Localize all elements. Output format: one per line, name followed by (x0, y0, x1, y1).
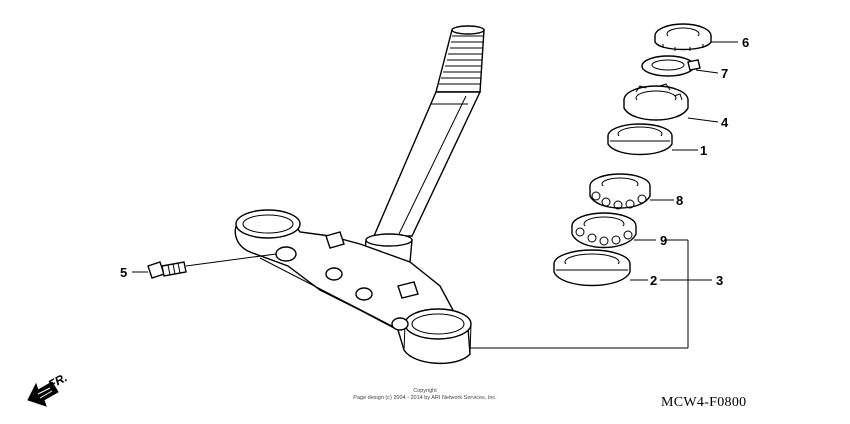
callout-7: 7 (721, 66, 728, 81)
part-9-lower-bearing (571, 212, 637, 249)
callout-4: 4 (721, 115, 729, 130)
callout-3: 3 (716, 273, 723, 288)
part-2-lower-dust-seal (553, 249, 631, 287)
callout-6: 6 (742, 35, 749, 50)
callout-5: 5 (120, 265, 127, 280)
callout-2: 2 (650, 273, 657, 288)
callout-9: 9 (660, 233, 667, 248)
callout-8: 8 (676, 193, 683, 208)
front-arrow-icon (27, 381, 59, 407)
part-8-upper-bearing (589, 173, 651, 210)
part-4-adjusting-nut (623, 83, 689, 121)
part-6-stem-nut (654, 23, 712, 51)
pinch-bolt (147, 261, 187, 279)
leader-lines (132, 41, 738, 349)
steering-stem-shaft (363, 25, 485, 263)
part-1-dust-seal (607, 123, 673, 156)
copyright-line-2: Page design (c) 2004 - 2014 by ARI Netwo… (353, 395, 497, 401)
copyright-line-1: Copyright (413, 388, 437, 394)
copyright-notice: Copyright Page design (c) 2004 - 2014 by… (300, 388, 550, 402)
lower-triple-clamp (234, 209, 472, 364)
callout-1: 1 (700, 143, 707, 158)
diagram-code: MCW4-F0800 (661, 395, 747, 410)
part-7-lock-washer (641, 55, 701, 77)
